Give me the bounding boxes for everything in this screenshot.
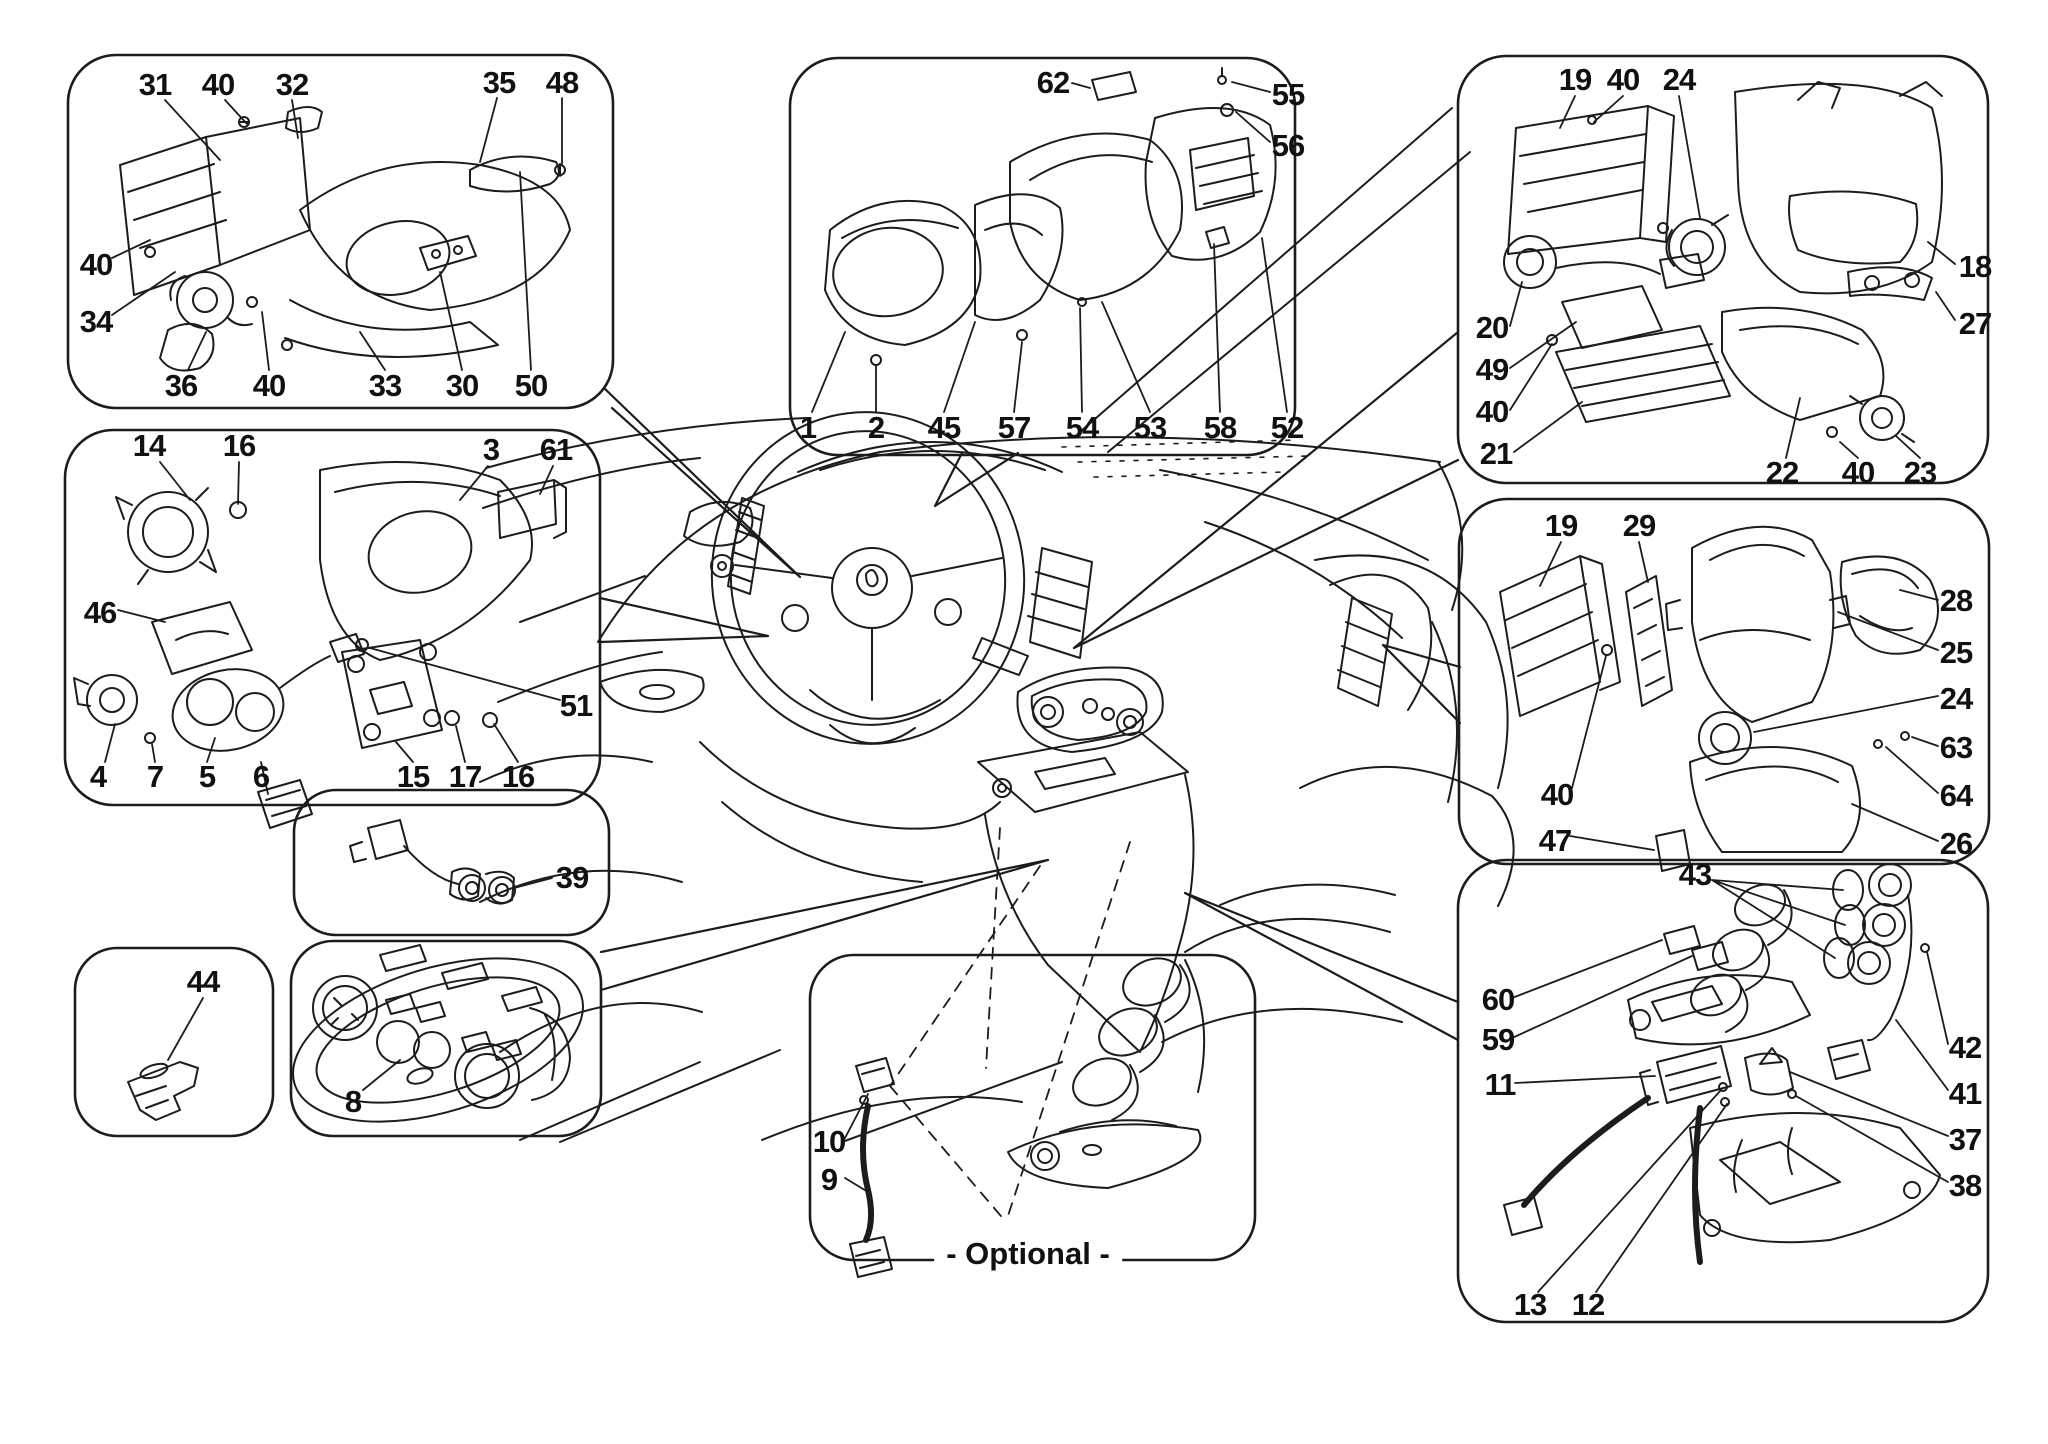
part-number-label: 2 [867,410,885,445]
part-number-label: 47 [1538,823,1572,858]
part-number-label: 29 [1622,508,1656,543]
part-number-label: 48 [545,65,579,100]
part-number-label: 49 [1475,352,1509,387]
part-number-label: 26 [1939,826,1973,861]
callout-box-steering-cowls [66,53,615,410]
callout-box-instrument-cluster [788,56,1297,457]
part-number-label: 40 [1841,455,1875,490]
part-number-label: 51 [559,688,593,723]
part-number-label: 42 [1948,1030,1982,1065]
part-number-label: 19 [1544,508,1578,543]
callout-box-harness-39 [292,788,611,937]
part-number-label: 4 [89,759,107,794]
optional-caption: - Optional - [934,1236,1122,1272]
parts-sketch-instrument-cluster [811,67,1288,413]
part-number-label: 20 [1475,310,1509,345]
part-number-label: 40 [79,247,113,282]
part-number-label: 53 [1133,410,1167,445]
part-number-label: 16 [501,759,535,794]
callout-box-knee-panel [63,428,602,807]
parts-sketch-knee-panel [73,461,567,829]
part-number-label: 40 [1475,394,1509,429]
part-number-label: 46 [83,595,117,630]
part-number-label: 18 [1958,249,1992,284]
parts-sketch-climate-panel [292,944,584,1123]
part-number-label: 23 [1903,455,1937,490]
parts-sketch-clip-44 [127,997,204,1121]
part-number-label: 57 [997,410,1031,445]
part-number-label: 24 [1939,681,1973,716]
part-number-label: 61 [539,432,573,467]
part-number-label: 24 [1662,62,1696,97]
callout-box-climate-panel [289,939,603,1138]
parts-sketch-right-vents-upper [1503,81,1956,459]
part-number-label: 7 [146,759,164,794]
part-number-label: 45 [927,410,961,445]
part-number-label: 58 [1203,410,1237,445]
part-number-label: 22 [1765,455,1799,490]
part-number-label: 40 [1540,777,1574,812]
part-number-label: 11 [1484,1067,1517,1102]
part-number-label: 32 [275,67,309,102]
part-number-label: 28 [1939,583,1973,618]
part-number-label: 52 [1270,410,1304,445]
part-number-label: 19 [1558,62,1592,97]
part-number-label: 63 [1939,730,1973,765]
part-number-label: 12 [1571,1287,1605,1322]
car-interior-illustration [479,107,1515,1143]
parts-sketch-console-switches [1503,863,1949,1293]
callout-box-clip-44 [73,946,275,1138]
part-number-label: 44 [186,964,220,999]
part-number-label: 9 [820,1162,838,1197]
part-number-label: 27 [1958,306,1992,341]
part-number-label: 3 [482,432,500,467]
part-number-label: 15 [396,759,430,794]
part-number-label: 43 [1678,857,1712,892]
part-number-label: 5 [198,759,216,794]
part-number-label: 37 [1948,1122,1982,1157]
part-number-label: 25 [1939,635,1973,670]
part-number-label: 41 [1948,1076,1982,1111]
part-number-label: 10 [812,1124,846,1159]
parts-sketch-steering-cowls [111,97,571,372]
part-number-label: 17 [448,759,482,794]
parts-sketch-harness-39 [349,819,553,905]
part-number-label: 16 [222,428,256,463]
part-number-label: 30 [445,368,479,403]
part-number-label: 33 [368,368,402,403]
part-number-label: 40 [1606,62,1640,97]
part-number-label: 62 [1036,65,1070,100]
optional-dashed-leaders [889,841,1131,1223]
part-number-label: 31 [138,67,172,102]
part-number-label: 59 [1481,1022,1515,1057]
part-number-label: 40 [252,368,286,403]
part-number-label: 6 [252,759,270,794]
part-number-label: 1 [799,410,817,445]
callout-box-console-switches [1456,858,1990,1324]
parts-sketch-optional [844,957,1206,1278]
part-number-label: 50 [514,368,548,403]
part-number-label: 64 [1939,778,1973,813]
leader-wedges [598,330,1462,1223]
part-number-label: 36 [164,368,198,403]
part-number-label: 14 [132,428,166,463]
part-number-label: 13 [1513,1287,1547,1322]
callout-box-right-vents-lower [1457,497,1991,866]
part-number-label: 8 [344,1084,362,1119]
parts-sketch-right-vents-lower [1499,525,1939,872]
part-number-label: 54 [1065,410,1099,445]
part-number-label: 38 [1948,1168,1982,1203]
part-number-label: 56 [1271,128,1305,163]
callout-box-right-vents-upper [1456,54,1990,485]
part-number-label: 34 [79,304,113,339]
part-number-label: 55 [1271,77,1305,112]
steering-wheel-logo [856,564,888,596]
part-number-label: 60 [1481,982,1515,1017]
part-number-label: 35 [482,65,516,100]
part-number-label: 39 [555,860,589,895]
part-number-label: 40 [201,67,235,102]
callout-boxes [63,53,1991,1324]
part-number-label: 21 [1479,436,1513,471]
